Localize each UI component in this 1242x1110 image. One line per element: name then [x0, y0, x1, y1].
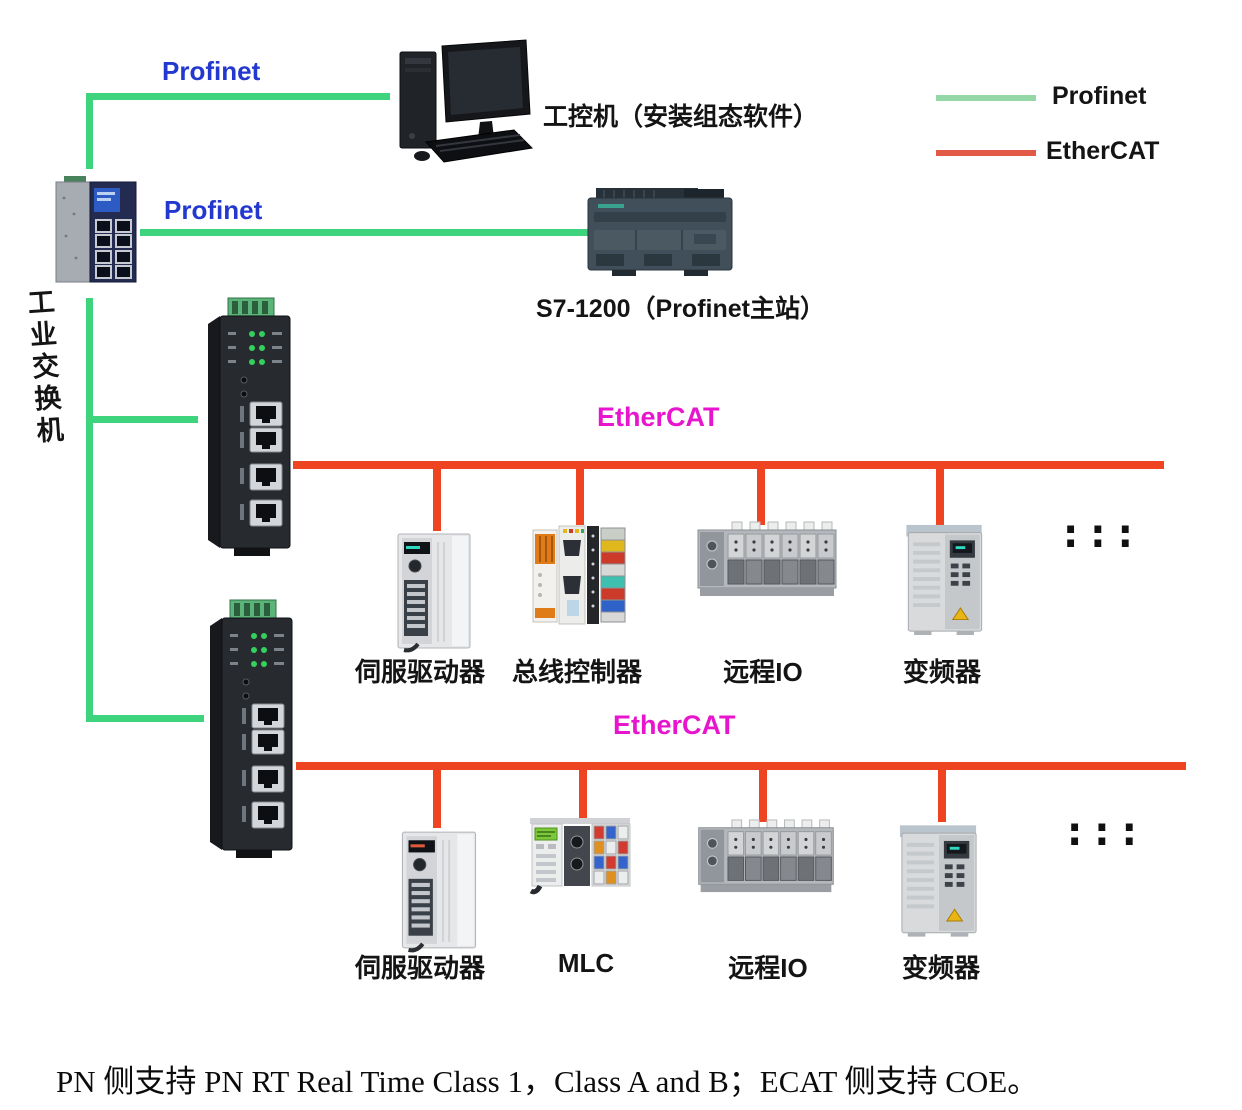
bus1-ellipsis: ... ...: [1058, 494, 1140, 557]
legend-ethercat-label: EtherCAT: [1046, 137, 1160, 165]
bus2-servo-image: [392, 824, 488, 954]
plc-label: S7-1200（Profinet主站）: [536, 295, 825, 323]
bus2-vfd-label: 变频器: [901, 953, 981, 983]
bus2-mlc-label: MLC: [557, 948, 615, 978]
ethercat-bus2-drop-servo: [433, 762, 441, 828]
bus2-vfd-image: [898, 820, 980, 940]
ethercat-label-bus1: EtherCAT: [597, 402, 720, 432]
profinet-link-top-horizontal: [86, 93, 390, 100]
bus1-vfd-label: 变频器: [902, 657, 982, 687]
bus2-servo-label: 伺服驱动器: [354, 953, 486, 983]
ethercat-bus1-drop-vfd: [936, 461, 944, 527]
industrial-switch-image: [54, 174, 140, 288]
bus2-remoteio-label: 远程IO: [728, 953, 808, 983]
bus1-vfd-image: [900, 523, 990, 635]
legend-profinet-label: Profinet: [1052, 82, 1147, 110]
ethercat-bus1-drop-servo: [433, 461, 441, 531]
bus2-mlc-image: [528, 816, 632, 896]
profinet-link-top-vertical: [86, 93, 93, 169]
bus1-servo-label: 伺服驱动器: [354, 657, 486, 687]
bus1-remoteio-image: [696, 520, 838, 600]
ethercat-bus2-drop-mlc: [579, 762, 587, 820]
legend-profinet-line: [936, 95, 1036, 101]
profinet-trunk-vertical: [86, 298, 93, 722]
bus1-buscontroller-image: [531, 520, 627, 630]
profinet-label-mid: Profinet: [164, 195, 263, 225]
plc-s7-1200-image: [586, 186, 734, 278]
gateway1-image: [198, 296, 298, 558]
ethercat-bus1-drop-buscontroller: [576, 461, 584, 525]
industrial-pc-image: [392, 36, 534, 168]
bus2-remoteio-image: [694, 818, 838, 896]
ipc-label: 工控机（安装组态软件）: [543, 103, 819, 131]
ethercat-bus2-drop-remoteio: [759, 762, 767, 822]
ethercat-bus2-horizontal: [296, 762, 1186, 770]
legend-ethercat-line: [936, 150, 1036, 156]
gateway2-image: [200, 598, 300, 860]
bus1-buscontroller-label: 总线控制器: [511, 657, 643, 687]
bus2-ellipsis: ... ...: [1062, 792, 1144, 855]
ethercat-label-bus2: EtherCAT: [613, 710, 736, 740]
bus1-servo-image: [388, 526, 482, 654]
footer-note: PN 侧支持 PN RT Real Time Class 1，Class A a…: [56, 1064, 1039, 1099]
ethercat-bus1-horizontal: [293, 461, 1164, 469]
bus1-remoteio-label: 远程IO: [723, 657, 803, 687]
ethercat-bus2-drop-vfd: [938, 762, 946, 822]
switch-label: 工业交换机: [22, 287, 64, 449]
ethercat-bus1-drop-remoteio: [757, 461, 765, 525]
profinet-label-top: Profinet: [162, 56, 261, 86]
profinet-branch-gateway2: [86, 715, 204, 722]
profinet-link-plc: [140, 229, 590, 236]
profinet-branch-gateway1: [90, 416, 198, 423]
